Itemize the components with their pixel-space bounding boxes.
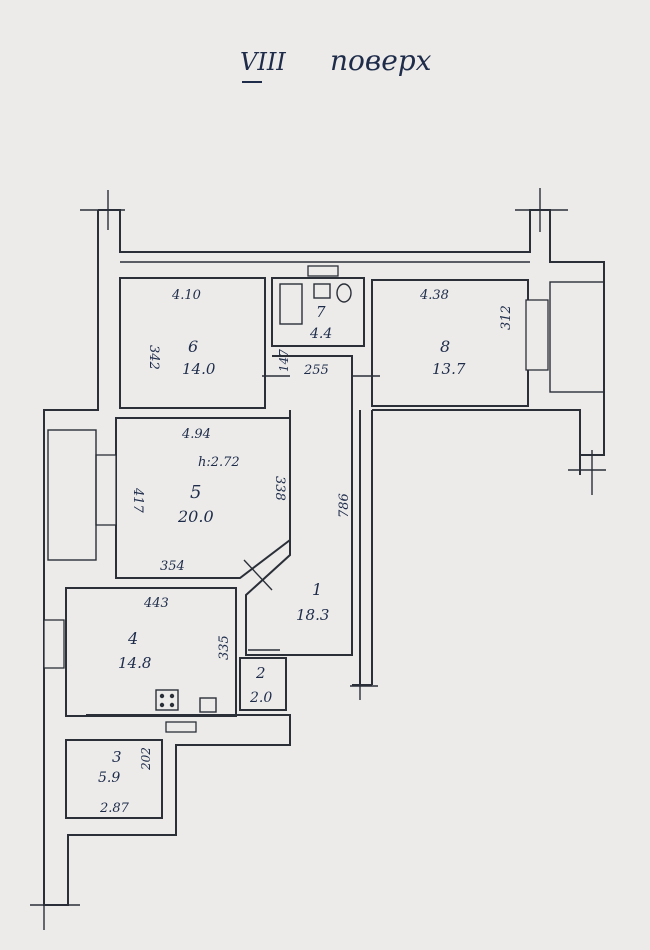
room-1-side-dim: 786 (337, 493, 352, 518)
bathtub-icon (279, 283, 303, 325)
room-8: 4.38 312 8 13.7 (371, 279, 605, 407)
room-3-area: 5.9 (98, 770, 120, 786)
room-6: 4.10 342 6 14.0 (119, 277, 266, 409)
room-6-number: 6 (188, 337, 198, 356)
room-6-top-dim: 4.10 (171, 288, 201, 303)
room-3-number: 3 (112, 748, 122, 766)
room-1-dim-a: 147 (277, 349, 291, 372)
room-5-bottom-dim: 354 (160, 559, 185, 574)
room-3: 3 5.9 2.87 202 (65, 739, 163, 819)
room-8-top-dim: 4.38 (419, 288, 449, 303)
room-5: 4.94 h:2.72 417 338 5 20.0 354 (47, 417, 291, 579)
room-6-area: 14.0 (182, 360, 216, 378)
room-7: 7 4.4 (271, 265, 365, 347)
stove-icon (155, 689, 179, 711)
room-7-area: 4.4 (309, 326, 332, 342)
sink-icon (313, 283, 331, 299)
room-8-area: 13.7 (432, 360, 466, 378)
room-1-dim-b: 255 (303, 363, 329, 378)
room-5-number: 5 (190, 482, 201, 503)
room-5-top-dim: 4.94 (181, 427, 211, 442)
room-5-area: 20.0 (177, 507, 214, 526)
room-5-right-dim: 338 (272, 476, 287, 501)
toilet-icon (336, 283, 352, 303)
room-7-number: 7 (316, 303, 326, 321)
room-4-number: 4 (127, 629, 138, 648)
window-icon (95, 454, 117, 526)
vent-grille-icon (165, 721, 197, 733)
balcony (549, 281, 605, 393)
floor-title: VIII поверх (240, 44, 432, 83)
room-5-side-dim: 417 (130, 487, 145, 514)
room-3-side-dim: 202 (139, 747, 153, 771)
window-icon (525, 299, 549, 371)
room-1-number: 1 (312, 580, 322, 599)
floor-word: поверх (330, 44, 432, 77)
room-5-height: h:2.72 (198, 455, 240, 470)
vent-grille-icon (307, 265, 339, 277)
room-1-area: 18.3 (296, 606, 329, 624)
walls (43, 209, 605, 906)
room-8-number: 8 (440, 337, 450, 356)
room-4: 443 335 4 14.8 (43, 587, 237, 733)
room-2-number: 2 (255, 664, 266, 682)
sink-icon (199, 697, 217, 713)
room-4-area: 14.8 (118, 654, 151, 672)
room-8-side-dim: 312 (499, 305, 514, 330)
room-6-side-dim: 342 (146, 345, 161, 370)
room-2: 2 2.0 (239, 649, 287, 711)
room-2-area: 2.0 (249, 690, 272, 706)
floor-number: VIII (240, 48, 286, 76)
room-4-top-dim: 443 (143, 596, 169, 611)
balcony (47, 429, 97, 561)
room-3-bottom-dim: 2.87 (99, 801, 130, 816)
room-1: 147 255 786 1 18.3 (243, 349, 380, 656)
window-icon (43, 619, 65, 669)
room-4-side-dim: 335 (217, 635, 232, 660)
axis-markers (30, 188, 606, 930)
